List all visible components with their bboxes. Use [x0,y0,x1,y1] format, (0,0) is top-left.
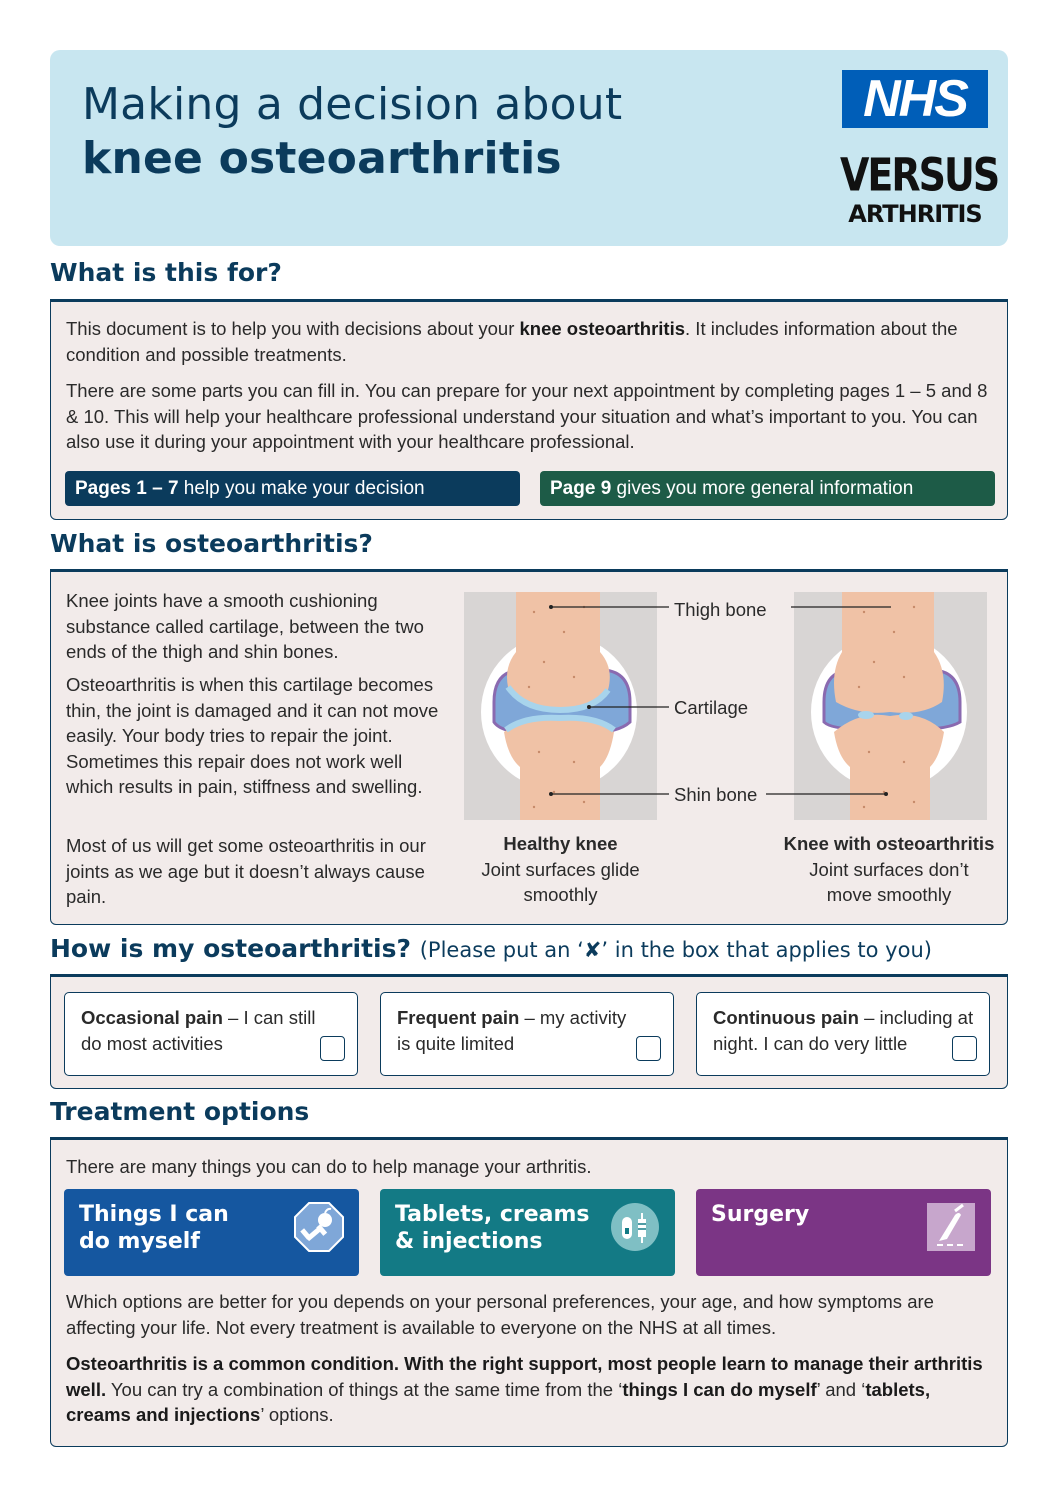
option-things-i-can-do: Things I can do myself [64,1189,359,1276]
label-leader-lines [549,605,891,796]
checkbox-occasional-pain[interactable] [320,1036,345,1061]
checkbox-continuous-pain[interactable] [952,1036,977,1061]
section-title-what-for: What is this for? [50,258,282,287]
what-is-box: Knee joints have a smooth cushioning sub… [50,569,1008,925]
page-9-badge: Page 9 gives you more general informatio… [540,471,995,506]
section-title-treatment: Treatment options [50,1097,310,1126]
versus-arthritis-logo: VERSUS ARTHRITIS [840,148,1000,228]
treatment-box: There are many things you can do to help… [50,1137,1008,1447]
header-banner: Making a decision about knee osteoarthri… [50,50,1008,246]
pain-level-box: Occasional pain – I can still do most ac… [50,974,1008,1089]
what-for-box: This document is to help you with decisi… [50,299,1008,520]
pain-option-continuous[interactable]: Continuous pain – including at night. I … [696,992,990,1076]
pages-1-7-badge: Pages 1 – 7 help you make your decision [65,471,520,506]
what-is-para3: Most of us will get some osteoarthritis … [66,835,426,907]
section-title-what-is: What is osteoarthritis? [50,529,373,558]
checkbox-frequent-pain[interactable] [636,1036,661,1061]
section-title-how-is: How is my osteoarthritis? (Please put an… [50,934,932,963]
treatment-para1: Which options are better for you depends… [66,1291,934,1338]
what-for-para1: This document is to help you with decisi… [66,318,958,365]
healthy-knee-caption: Healthy knee Joint surfaces glide smooth… [481,833,640,905]
medicine-icon [611,1203,659,1251]
nhs-logo: NHS [842,70,988,128]
option-surgery: Surgery [696,1189,991,1276]
treatment-intro: There are many things you can do to help… [66,1156,592,1177]
option-tablets-creams-injections: Tablets, creams & injections [380,1189,675,1276]
label-cartilage: Cartilage [674,697,749,718]
exercise-food-icon [294,1202,344,1252]
treatment-para2: Osteoarthritis is a common condition. Wi… [66,1353,983,1425]
title-line1: Making a decision about [82,79,623,130]
label-shin-bone: Shin bone [674,784,758,805]
what-is-para2: Osteoarthritis is when this cartilage be… [66,674,439,797]
page-title: Making a decision about knee osteoarthri… [82,78,622,186]
healthy-knee-illustration [464,592,657,820]
what-is-para1: Knee joints have a smooth cushioning sub… [66,590,424,662]
scalpel-icon [927,1203,975,1251]
pain-option-frequent[interactable]: Frequent pain – my activity is quite lim… [380,992,674,1076]
oa-knee-caption: Knee with osteoarthritis Joint surfaces … [783,833,995,905]
what-for-para2: There are some parts you can fill in. Yo… [66,380,988,452]
pain-option-occasional[interactable]: Occasional pain – I can still do most ac… [64,992,358,1076]
title-line2: knee osteoarthritis [82,133,562,184]
label-thigh-bone: Thigh bone [674,599,767,620]
